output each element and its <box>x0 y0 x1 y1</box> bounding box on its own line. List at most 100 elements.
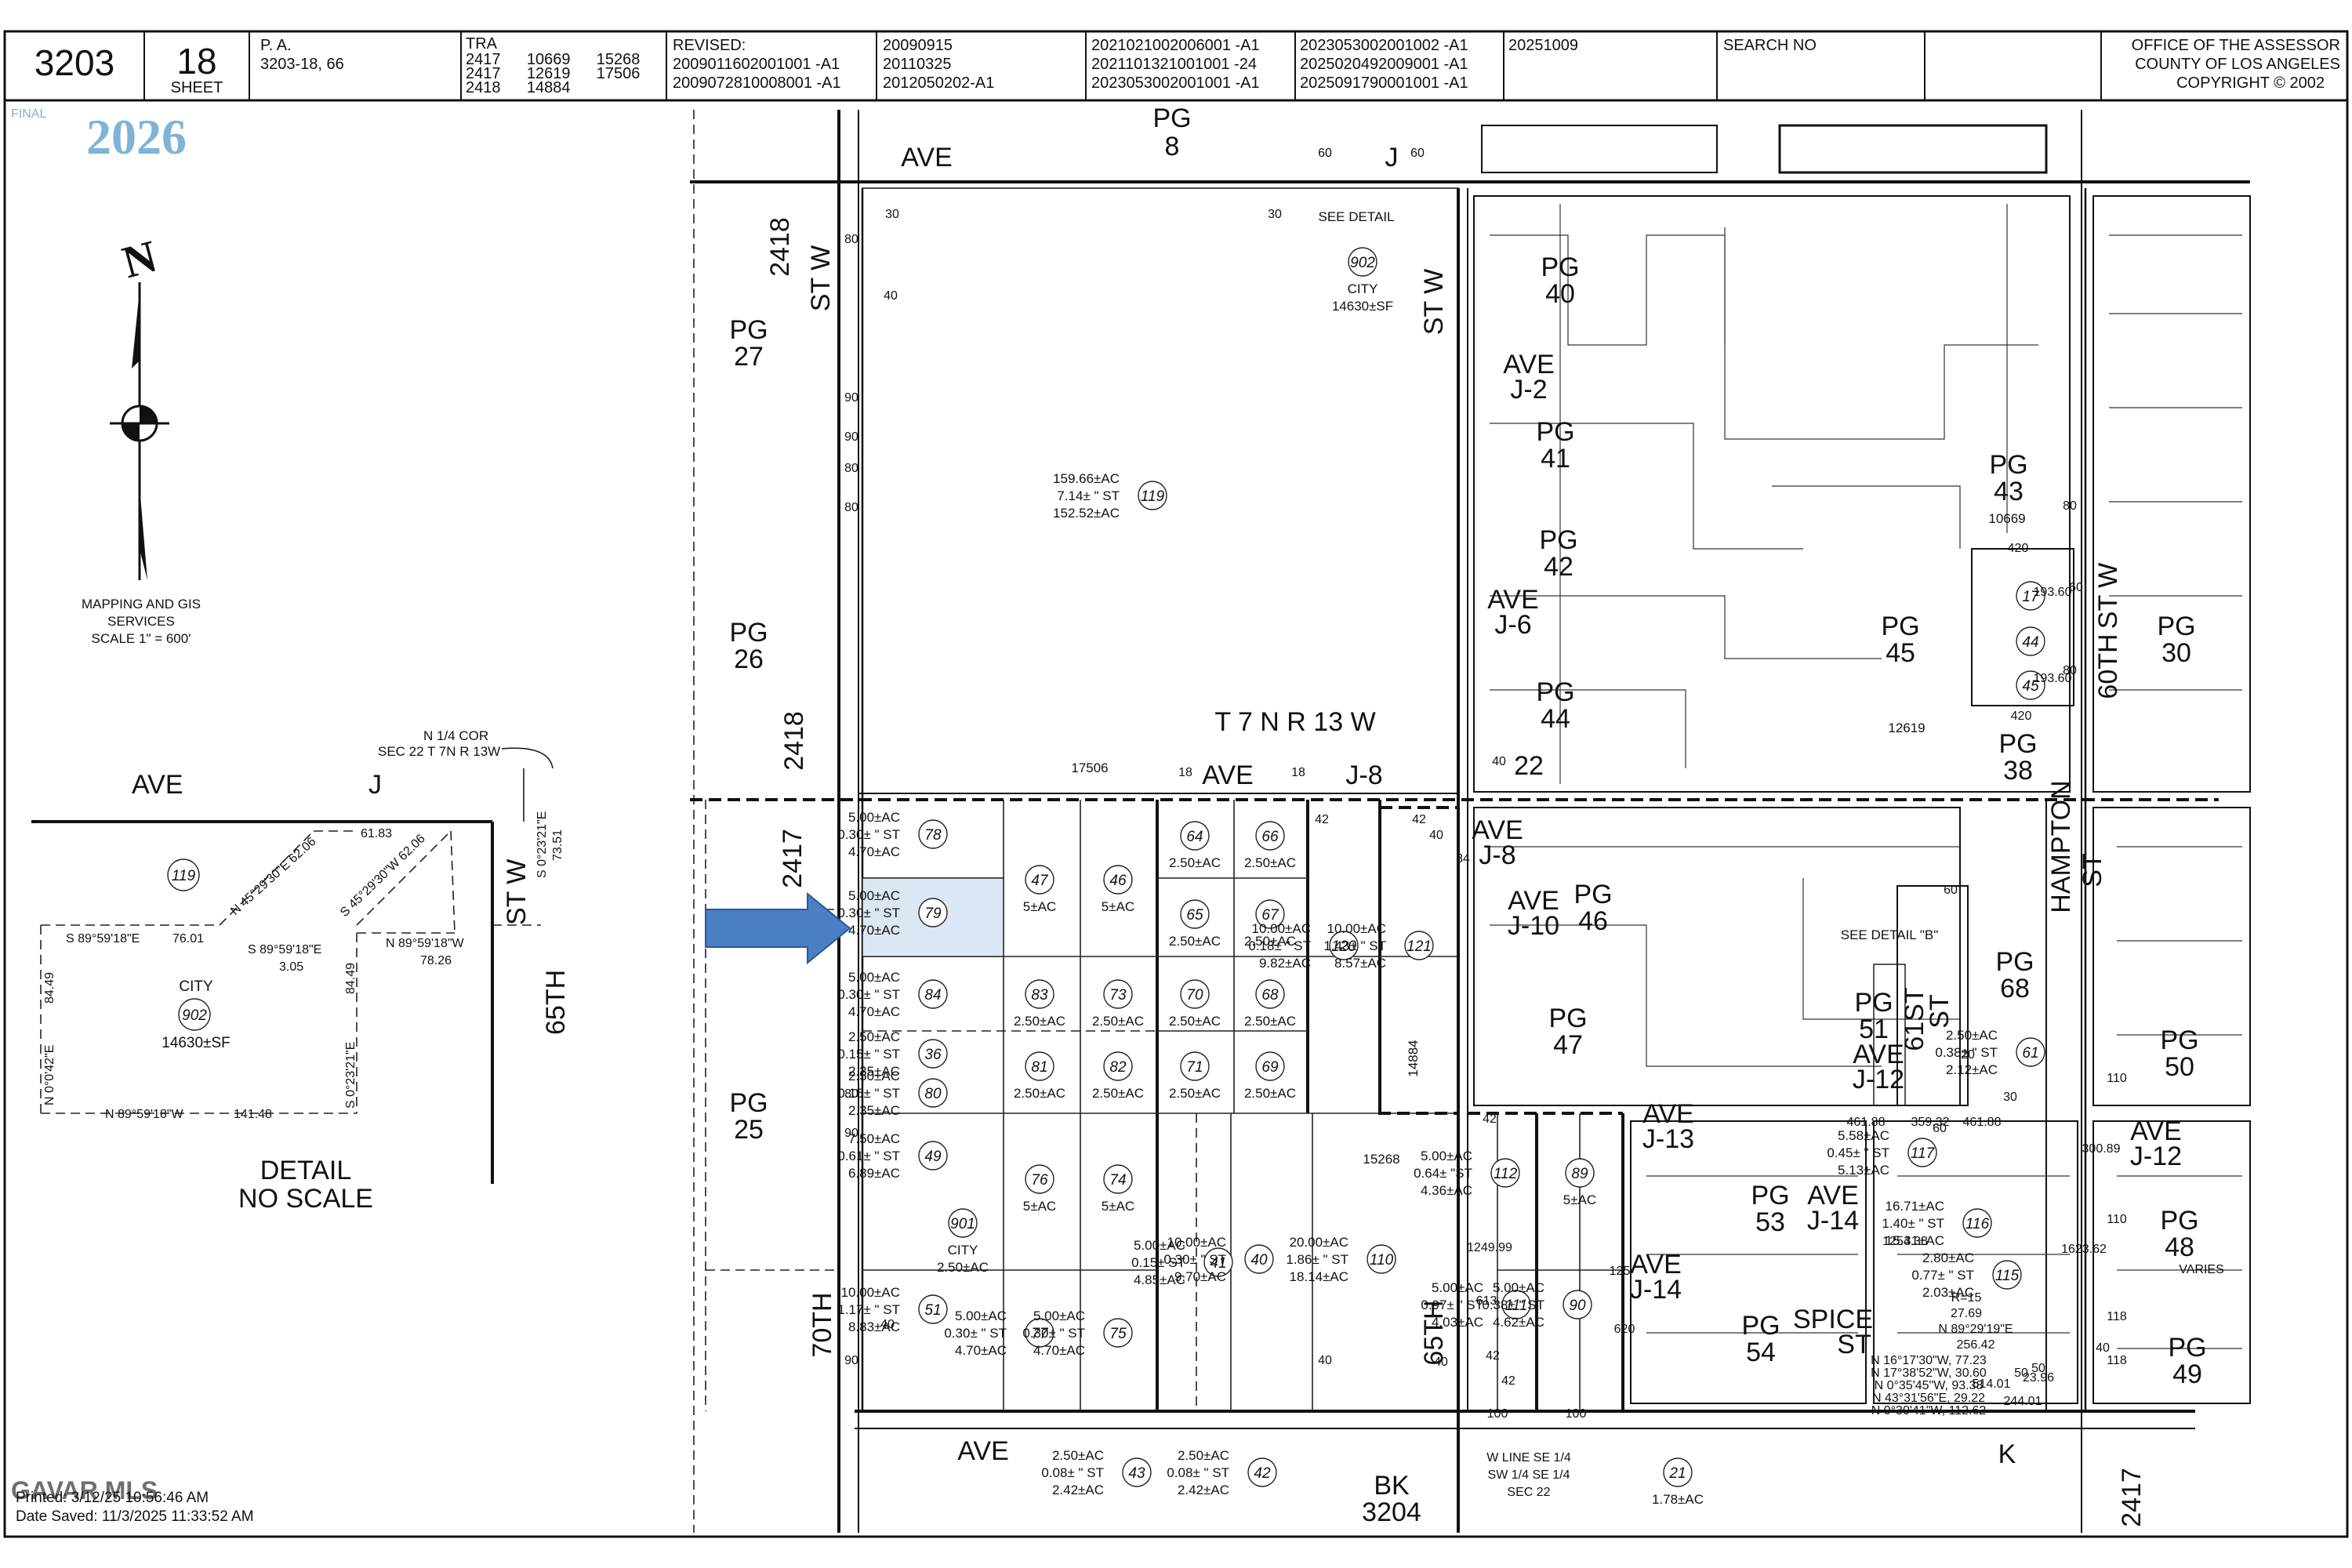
parcel-area: 0.30± " ST <box>1022 1326 1085 1341</box>
parcel-area: 4.70±AC <box>848 923 900 938</box>
parcel-number: 44 <box>2022 634 2038 651</box>
dimension-label: 60 <box>1318 147 1332 160</box>
parcel-number: 120 <box>1331 938 1356 955</box>
page-group-ref: PG <box>1751 1181 1789 1210</box>
tra-code: 2418 <box>765 217 795 277</box>
parcel-number: 43 <box>1128 1465 1145 1482</box>
parcel-area: 0.38± " ST <box>1482 1298 1544 1312</box>
dimension-label: 1254.38 <box>1882 1235 1928 1248</box>
parcel-area: 5.58±AC <box>1838 1128 1889 1143</box>
parcel-area: 0.64± "ST <box>1414 1166 1472 1181</box>
detail-inset: AVE J ST W 65TH N 1/4 COR SEC 22 T 7N R … <box>31 728 571 1214</box>
parcel-area: 0.45± " ST <box>1827 1145 1889 1160</box>
parcel-area: 2.50±AC <box>1169 855 1221 870</box>
parcel-area: 0.30± " ST <box>837 906 900 920</box>
parcel-number: 67 <box>1261 907 1279 924</box>
dimension-label: 40 <box>1318 1354 1332 1367</box>
detail-bearing: 84.49 <box>344 963 358 994</box>
detail-bearing: S 89°59'18"E <box>66 932 140 946</box>
parcel-area: 4.70±AC <box>848 1004 900 1019</box>
road-ave-label: AVE <box>2130 1116 2182 1146</box>
revised-entry: 2021101321001001 -24 <box>1091 56 1257 73</box>
detail-ave: AVE <box>132 770 183 800</box>
page-group-ref: PG <box>1539 525 1577 555</box>
dimension-label: 90 <box>844 1354 858 1367</box>
parcel-number: 17 <box>2022 589 2040 605</box>
dimension-label: 193.60 <box>2034 672 2072 685</box>
parcel-number-circle <box>1490 1158 1520 1188</box>
mls-logo: GAVAR MLS <box>11 1476 158 1504</box>
tra-row: 2417 12619 17506 <box>466 65 640 82</box>
bearing-label: 27.69 <box>1951 1307 1982 1320</box>
revised-entry: 20110325 <box>883 56 952 73</box>
parcel-area: 5±AC <box>1563 1192 1596 1207</box>
parcel-area: 5.00±AC <box>955 1308 1007 1323</box>
parcel-area: 2.50±AC <box>848 1029 900 1044</box>
dimension-label: 40 <box>880 1318 895 1331</box>
parcel-number: 49 <box>924 1149 942 1165</box>
section-note: SEC 22 <box>1507 1486 1550 1499</box>
tra-code: 12619 <box>1888 720 1925 735</box>
parcel-number: 78 <box>924 827 942 844</box>
dimension-label: 244.01 <box>2004 1395 2042 1408</box>
parcel-number-circle <box>1404 931 1434 960</box>
road-ave-j8: AVE <box>1202 760 1254 790</box>
parcel-area: 9.82±AC <box>1259 956 1311 971</box>
parcel-number-circle <box>2016 1037 2045 1067</box>
parcel-area: 5.00±AC <box>1033 1308 1085 1323</box>
page-group-ref: 48 <box>2165 1232 2194 1262</box>
see-detail-note: SEE DETAIL "B" <box>1841 927 1939 942</box>
search-label: SEARCH NO <box>1723 37 1817 54</box>
parcel-number-circle <box>2016 670 2045 700</box>
road-ave-label: J-8 <box>1479 840 1515 870</box>
parcel-number: 84 <box>924 987 941 1004</box>
detail-bearing: 76.01 <box>172 932 204 946</box>
revised-entry: 20251009 <box>1508 37 1578 54</box>
revised-entry: 2012050202-A1 <box>883 74 994 92</box>
parcel-area: CITY <box>948 1243 978 1258</box>
parcel-number-circle <box>1255 899 1285 929</box>
tra-row: 2418 14884 <box>466 79 570 96</box>
dimension-label: 90 <box>844 1127 858 1140</box>
parcel-area: 5.00±AC <box>1421 1149 1472 1163</box>
parcel-area: 1.40± " ST <box>1882 1216 1944 1231</box>
parcel-number: 61 <box>2022 1045 2038 1062</box>
year-badge: 2026 <box>86 109 187 165</box>
road-ave-label: AVE <box>1853 1040 1904 1069</box>
parcel-number: 79 <box>924 906 942 922</box>
parcel-number-circle <box>1180 979 1210 1009</box>
parcel-number-circle <box>1329 931 1359 960</box>
book-number: 3203 <box>34 42 114 83</box>
parcel-area: 10.00±AC <box>1327 921 1387 936</box>
parcel-area: 0.38± " ST <box>1935 1045 1998 1060</box>
dimension-label: 461.88 <box>1963 1116 2002 1129</box>
bearing-label: N 0°30'41"W, 112.62 <box>1871 1404 1987 1417</box>
road-ave-label: J-12 <box>1853 1065 1904 1094</box>
tra-code: 2417 <box>2117 1468 2147 1527</box>
parcel-number-circle <box>948 1208 978 1238</box>
road-spice-st: ST <box>1837 1330 1871 1359</box>
page-group-ref: PG <box>1548 1004 1587 1033</box>
page-group-ref: PG <box>729 618 768 648</box>
road-ave-j: J <box>1385 143 1399 172</box>
dimension-label: 30 <box>2003 1091 2017 1104</box>
page-group-ref: PG <box>1536 677 1574 707</box>
detail-bearing: N 89°59'18"W <box>105 1108 184 1121</box>
road-ave-j8: J-8 <box>1345 760 1382 790</box>
parcel-area: 5.00±AC <box>1134 1238 1185 1253</box>
road-ave-label: J-12 <box>2130 1142 2182 1171</box>
parcel-number: 89 <box>1571 1166 1588 1182</box>
road-ave-label: AVE <box>1472 815 1523 845</box>
dimension-label: 20 <box>1961 1048 1975 1062</box>
dimension-label: 40 <box>2096 1341 2110 1355</box>
bearing-label: N 16°17'30"W, 77.23 <box>1871 1354 1987 1367</box>
subdivision-lots <box>1473 124 2251 1404</box>
parcel-area: 2.50±AC <box>1244 1086 1296 1101</box>
tra-row: 2417 10669 15268 <box>466 51 640 68</box>
detail-65th: 65TH <box>541 970 571 1035</box>
parcel-area: 2.50±AC <box>1169 934 1221 949</box>
parcel-number: 71 <box>1186 1059 1203 1076</box>
parcel-area: 0.08± " ST <box>1167 1465 1229 1480</box>
page-group-ref: 26 <box>734 644 764 674</box>
road-ave-label: AVE <box>1508 886 1559 916</box>
